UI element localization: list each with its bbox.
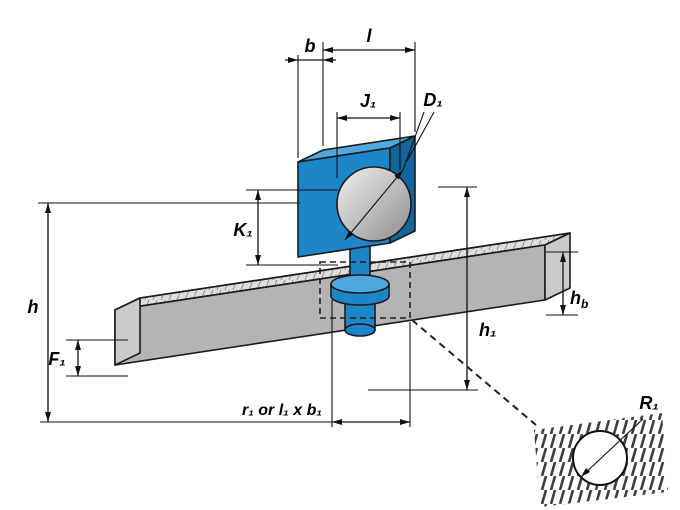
flange-top	[330, 274, 390, 294]
r1-leader-arrow	[581, 468, 590, 477]
dim-label-r1: r₁ or l₁ x b₁	[242, 402, 322, 419]
dimension-labels: b l J₁ D₁ K₁ h F₁ h₁ hb r₁ or l₁ x b₁ R₁	[28, 26, 659, 419]
dimension-lines	[38, 42, 578, 427]
beam-left-end-face	[114, 297, 141, 366]
beam-front-face	[114, 244, 546, 366]
beam-top-hatching	[115, 233, 570, 310]
beam-right-end-face	[544, 232, 571, 301]
cam-block	[297, 135, 416, 258]
dim-label-R1: R₁	[639, 393, 658, 413]
dim-label-l: l	[366, 26, 372, 46]
dim-label-b: b	[305, 36, 316, 56]
detail-dashed-box	[319, 261, 411, 319]
dim-label-h1: h₁	[479, 320, 496, 340]
stud-bottom-cap	[344, 323, 376, 337]
stud-assembly	[330, 246, 390, 337]
dim-label-k1: K₁	[233, 220, 252, 240]
roller-disc	[336, 166, 412, 242]
detail-dashed-leader	[411, 319, 537, 426]
dim-label-d1: D₁	[423, 90, 442, 110]
beam-rail	[114, 232, 571, 366]
dim-label-f1: F₁	[48, 349, 65, 369]
r1-leader-line	[580, 418, 644, 478]
dim-label-h: h	[28, 297, 39, 317]
dim-label-j1: J₁	[360, 91, 376, 111]
detail-view	[534, 413, 668, 507]
dim-label-hb: hb	[570, 288, 588, 311]
